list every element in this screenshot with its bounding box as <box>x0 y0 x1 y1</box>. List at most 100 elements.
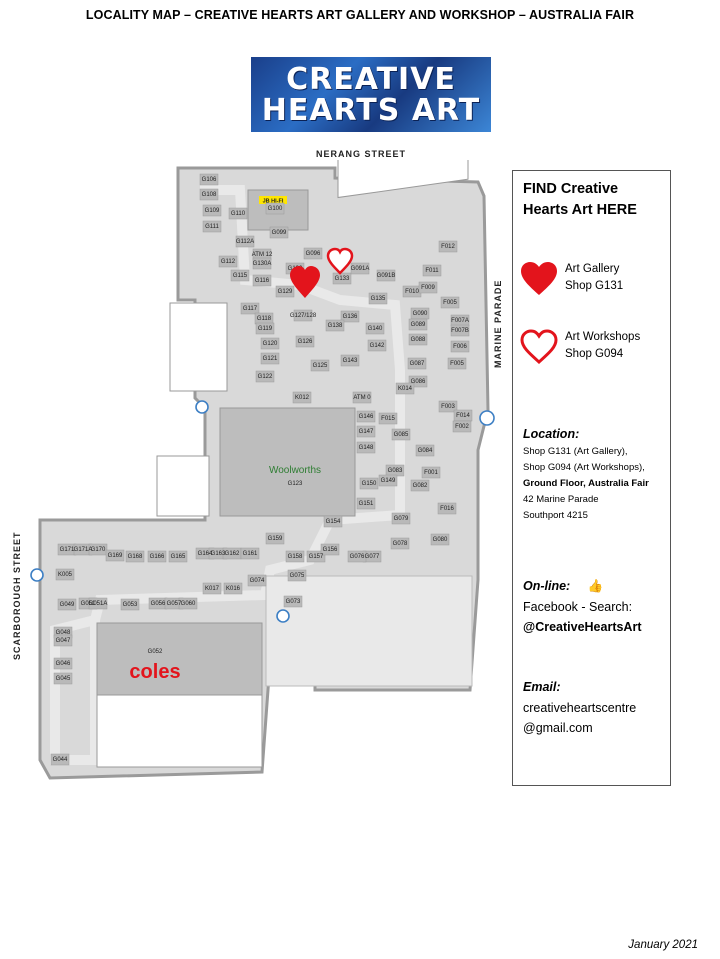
shop-unit[interactable] <box>53 657 73 670</box>
shop-unit[interactable] <box>303 247 323 260</box>
shop-unit[interactable] <box>55 568 75 581</box>
shop-unit[interactable] <box>356 425 376 438</box>
shop-unit[interactable] <box>340 354 360 367</box>
locality-map[interactable]: Woolworths G123 coles G052 JB HI-FI G106… <box>0 160 500 790</box>
shop-unit[interactable] <box>235 235 255 248</box>
shop-unit[interactable] <box>320 543 340 556</box>
shop-unit[interactable] <box>350 262 370 275</box>
shop-unit[interactable] <box>438 240 458 253</box>
shop-unit[interactable] <box>223 582 243 595</box>
shop-unit[interactable] <box>252 257 272 270</box>
shop-unit[interactable] <box>391 512 411 525</box>
shop-unit[interactable] <box>260 337 280 350</box>
shop-unit[interactable] <box>275 285 295 298</box>
shop-unit[interactable] <box>105 549 125 562</box>
shop-unit[interactable] <box>53 672 73 685</box>
shop-unit[interactable] <box>88 543 108 556</box>
shop-unit[interactable] <box>447 357 467 370</box>
shop-unit[interactable] <box>356 497 376 510</box>
shop-unit[interactable] <box>199 188 219 201</box>
shop-unit[interactable] <box>240 302 260 315</box>
shop-unit[interactable] <box>430 533 450 546</box>
shop-unit[interactable] <box>352 391 372 404</box>
shop-unit[interactable] <box>356 410 376 423</box>
shop-unit[interactable] <box>120 598 140 611</box>
facebook-handle[interactable]: @CreativeHeartsArt <box>523 620 642 634</box>
shop-unit[interactable] <box>438 400 458 413</box>
shop-unit[interactable] <box>283 595 303 608</box>
shop-unit[interactable] <box>50 753 70 766</box>
shop-unit[interactable] <box>292 391 312 404</box>
shop-unit[interactable] <box>57 598 77 611</box>
shop-unit[interactable] <box>332 272 352 285</box>
shop-unit[interactable] <box>285 550 305 563</box>
shop-unit[interactable] <box>310 359 330 372</box>
shop-unit[interactable] <box>376 269 396 282</box>
shop-unit[interactable] <box>415 444 435 457</box>
shop-unit[interactable] <box>452 420 472 433</box>
shop-unit[interactable] <box>168 550 188 563</box>
shop-number-label: G089 <box>411 322 426 328</box>
shop-unit[interactable] <box>407 357 427 370</box>
shop-unit[interactable] <box>230 269 250 282</box>
shop-unit[interactable] <box>450 324 470 337</box>
shop-unit[interactable] <box>422 264 442 277</box>
shop-unit[interactable] <box>408 333 428 346</box>
shop-unit[interactable] <box>323 515 343 528</box>
shop-unit[interactable] <box>88 597 108 610</box>
workshop-heart-map-marker[interactable] <box>326 247 354 275</box>
shop-number-label: F012 <box>441 244 455 250</box>
shop-unit[interactable] <box>228 207 248 220</box>
shop-unit[interactable] <box>365 322 385 335</box>
shop-unit[interactable] <box>125 550 145 563</box>
shop-unit[interactable] <box>218 255 238 268</box>
shop-unit[interactable] <box>53 634 73 647</box>
shop-unit[interactable] <box>252 274 272 287</box>
coles-store[interactable] <box>96 622 263 696</box>
shop-unit[interactable] <box>269 226 289 239</box>
shop-unit[interactable] <box>390 537 410 550</box>
shop-unit[interactable] <box>421 466 441 479</box>
shop-unit[interactable] <box>306 550 326 563</box>
shop-unit[interactable] <box>202 204 222 217</box>
shop-number-label: F009 <box>421 285 435 291</box>
shop-unit[interactable] <box>255 370 275 383</box>
shop-unit[interactable] <box>378 474 398 487</box>
shop-unit[interactable] <box>450 340 470 353</box>
shop-unit[interactable] <box>255 322 275 335</box>
shop-unit[interactable] <box>260 352 280 365</box>
shop-unit[interactable] <box>178 597 198 610</box>
shop-unit[interactable] <box>410 479 430 492</box>
shop-unit[interactable] <box>391 428 411 441</box>
shop-unit[interactable] <box>359 477 379 490</box>
shop-unit[interactable] <box>202 582 222 595</box>
shop-unit[interactable] <box>408 318 428 331</box>
shop-unit[interactable] <box>395 382 415 395</box>
shop-unit[interactable] <box>408 375 428 388</box>
shop-unit[interactable] <box>347 550 367 563</box>
shop-unit[interactable] <box>240 547 260 560</box>
shop-unit[interactable] <box>265 202 285 215</box>
shop-unit[interactable] <box>418 281 438 294</box>
shop-unit[interactable] <box>356 441 376 454</box>
shop-unit[interactable] <box>437 502 457 515</box>
shop-unit[interactable] <box>378 412 398 425</box>
email-line-1[interactable]: creativeheartscentre <box>523 701 637 715</box>
shop-unit[interactable] <box>295 335 315 348</box>
shop-unit[interactable] <box>147 550 167 563</box>
shop-unit[interactable] <box>293 309 313 322</box>
shop-unit[interactable] <box>367 339 387 352</box>
shop-unit[interactable] <box>287 569 307 582</box>
shop-unit[interactable] <box>325 319 345 332</box>
woolworths-store[interactable] <box>219 407 356 517</box>
shop-unit[interactable] <box>368 292 388 305</box>
shop-unit[interactable] <box>199 173 219 186</box>
shop-unit[interactable] <box>265 532 285 545</box>
email-heading: Email: <box>523 680 561 694</box>
email-line-2[interactable]: @gmail.com <box>523 721 593 735</box>
gallery-heart-map-marker[interactable] <box>290 266 320 298</box>
shop-unit[interactable] <box>340 310 360 323</box>
shop-unit[interactable] <box>202 220 222 233</box>
shop-unit[interactable] <box>247 574 267 587</box>
shop-unit[interactable] <box>440 296 460 309</box>
